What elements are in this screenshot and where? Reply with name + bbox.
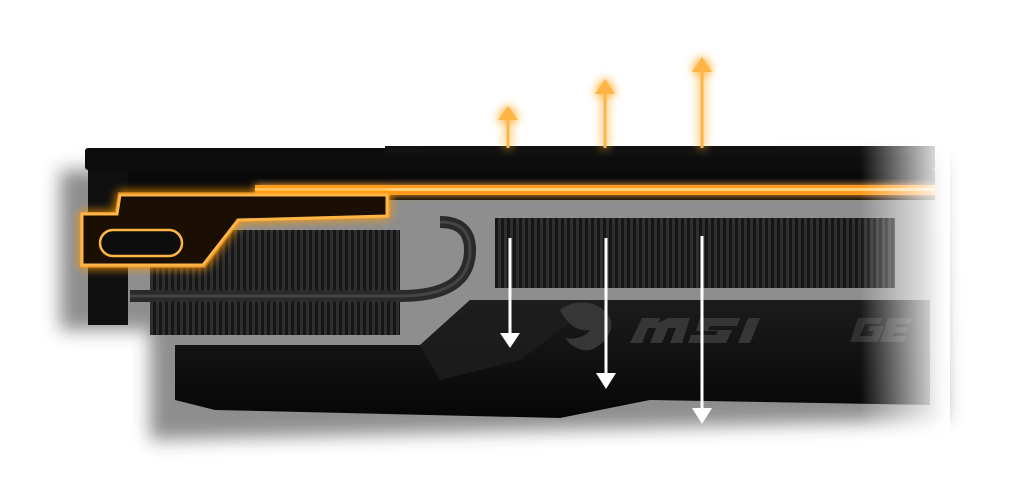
card-body [80,146,935,418]
up-arrow-icon [692,57,712,148]
heatsink-right [495,218,895,288]
up-arrow-icon [498,106,518,148]
dragon-icon [560,302,612,351]
fan-shroud [175,300,930,418]
up-arrow-icon [595,79,615,148]
down-arrow-group [500,236,712,424]
down-arrow-icon [596,238,616,389]
up-arrow-group [498,57,712,148]
right-fade [860,130,950,440]
down-arrow-icon [500,238,520,348]
down-arrow-icon [692,236,712,424]
vrm-oval [98,228,184,258]
backplate-step [385,146,935,156]
